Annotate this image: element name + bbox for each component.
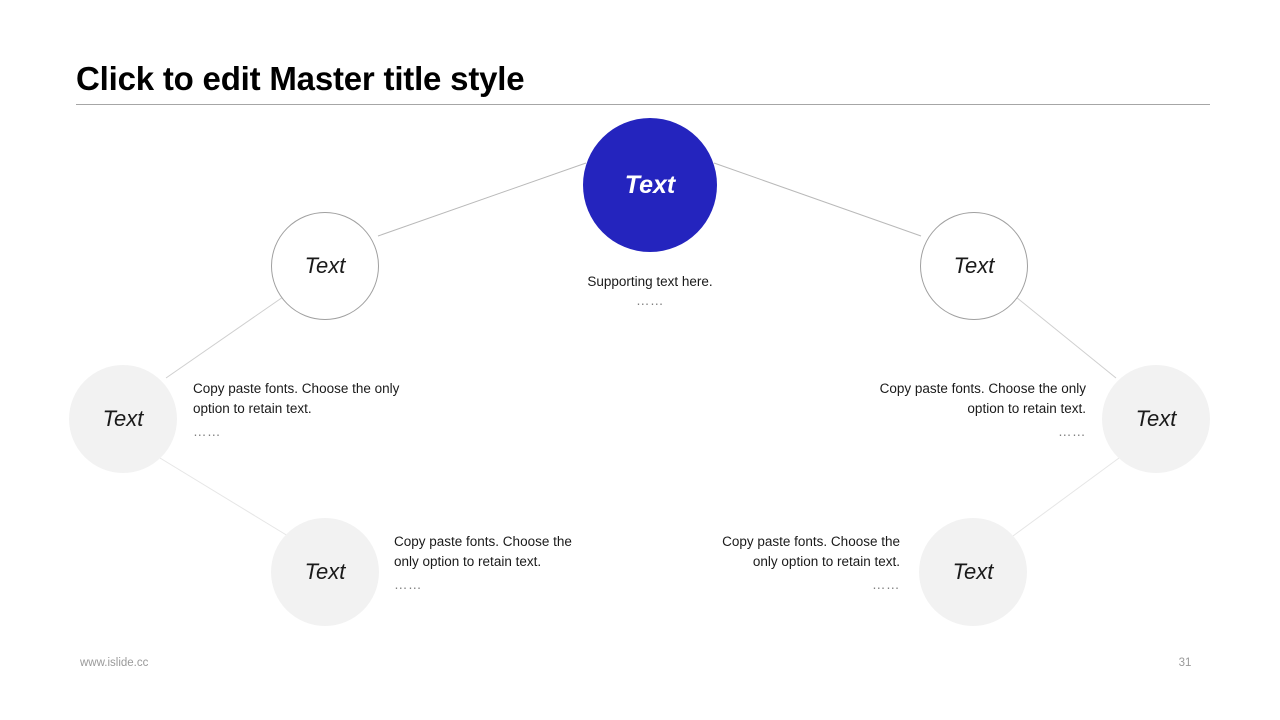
paragraph-lower-right-ellipsis: …… [872,577,900,592]
paragraph-mid-left[interactable]: Copy paste fonts. Choose the only option… [193,379,421,442]
paragraph-lower-right[interactable]: Copy paste fonts. Choose the only option… [710,532,900,595]
paragraph-lower-right-body: Copy paste fonts. Choose the only option… [722,534,900,569]
node-lower-right-label: Text [952,559,994,584]
page-title[interactable]: Click to edit Master title style [76,60,525,97]
node-mid-left-label: Text [102,406,144,431]
node-center-label: Text [624,170,676,199]
node-lower-right[interactable]: Text [919,518,1027,626]
center-caption-text: Supporting text here. [587,274,713,289]
node-lower-left-label: Text [304,559,346,584]
node-upper-right-label: Text [953,253,995,278]
center-caption-ellipsis: …… [636,293,664,308]
paragraph-mid-right[interactable]: Copy paste fonts. Choose the only option… [858,379,1086,442]
paragraph-lower-left[interactable]: Copy paste fonts. Choose the only option… [394,532,584,595]
paragraph-mid-left-body: Copy paste fonts. Choose the only option… [193,381,400,416]
paragraph-mid-right-ellipsis: …… [1058,424,1086,439]
footer-url[interactable]: www.islide.cc [80,657,149,669]
node-mid-left[interactable]: Text [69,365,177,473]
node-mid-right-label: Text [1135,406,1177,431]
node-upper-right[interactable]: Text [920,212,1028,320]
node-upper-left-label: Text [304,253,346,278]
paragraph-mid-right-body: Copy paste fonts. Choose the only option… [879,381,1086,416]
center-caption: Supporting text here. …… [515,272,785,310]
paragraph-lower-left-body: Copy paste fonts. Choose the only option… [394,534,572,569]
node-upper-left[interactable]: Text [271,212,379,320]
node-lower-left[interactable]: Text [271,518,379,626]
node-mid-right[interactable]: Text [1102,365,1210,473]
paragraph-lower-left-ellipsis: …… [394,577,422,592]
paragraph-mid-left-ellipsis: …… [193,424,221,439]
title-divider [76,104,1210,105]
page-number: 31 [1178,657,1192,669]
node-center[interactable]: Text [583,118,717,252]
